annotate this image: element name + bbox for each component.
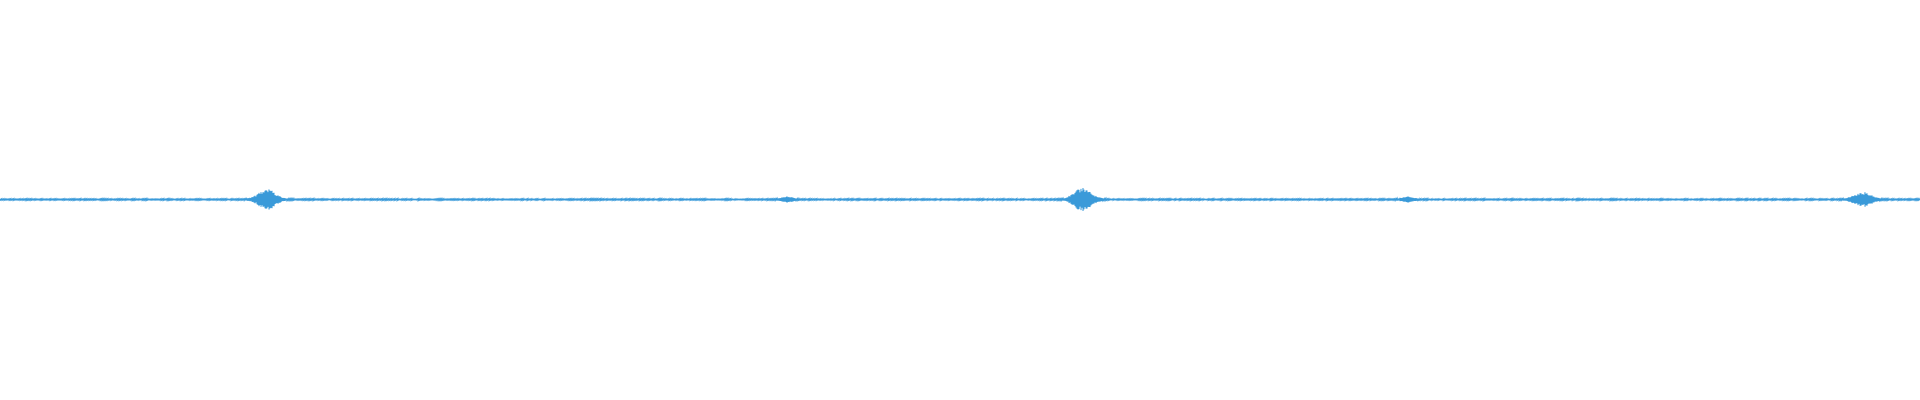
waveform-signal [0, 187, 1920, 212]
